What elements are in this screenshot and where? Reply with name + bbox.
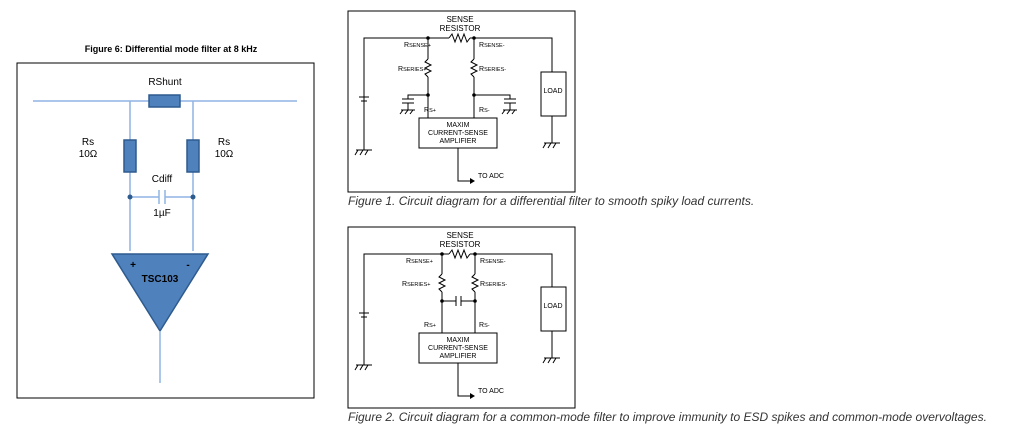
rsense-plus-label: RSENSE+ bbox=[404, 42, 431, 49]
rseries-minus-resistor bbox=[470, 273, 480, 293]
node-left bbox=[127, 194, 133, 200]
right-rail-wire bbox=[470, 253, 553, 287]
ground-icon bbox=[501, 109, 517, 115]
load-label: LOAD bbox=[543, 303, 562, 310]
rseries-minus-label: RSERIES- bbox=[479, 66, 506, 73]
tsc103-amplifier bbox=[110, 253, 210, 333]
adc-wire bbox=[457, 148, 470, 182]
rs-minus-label: RS- bbox=[479, 107, 490, 114]
left-rail-wire bbox=[363, 253, 449, 365]
rsense-minus-label: RSENSE- bbox=[480, 258, 506, 265]
rs-left-label: Rs bbox=[82, 137, 94, 148]
figure-6-title: Figure 6: Differential mode filter at 8 … bbox=[85, 44, 258, 54]
wire bbox=[407, 94, 428, 99]
rseries-minus-label: RSERIES- bbox=[480, 281, 507, 288]
rs-right-resistor bbox=[186, 139, 200, 173]
ground-icon bbox=[354, 149, 372, 156]
rseries-plus-resistor bbox=[423, 58, 433, 78]
rsense-minus-label: RSENSE- bbox=[479, 42, 505, 49]
node-right bbox=[190, 194, 196, 200]
amplifier-label-line1: MAXIM bbox=[447, 122, 470, 129]
sense-resistor-label-line2: RESISTOR bbox=[440, 24, 481, 33]
cdiff-label: Cdiff bbox=[152, 174, 173, 185]
ground-icon bbox=[542, 357, 560, 364]
rshunt-label: RShunt bbox=[148, 77, 182, 88]
sense-resistor-label-line1: SENSE bbox=[446, 231, 473, 240]
adc-wire bbox=[457, 363, 470, 397]
amp-plus-label: + bbox=[130, 260, 136, 271]
figure-1: SENSE RESISTOR LOAD bbox=[347, 10, 754, 208]
amplifier-label-line1: MAXIM bbox=[447, 337, 470, 344]
rs-plus-label: RS+ bbox=[424, 107, 436, 114]
arrow-right-icon bbox=[470, 393, 475, 399]
figure-2: SENSE RESISTOR LOAD RSENSE+ bbox=[347, 226, 987, 424]
amp-minus-label: - bbox=[186, 260, 189, 271]
figure-1-caption: Figure 1. Circuit diagram for a differen… bbox=[348, 194, 754, 208]
rs-plus-label: RS+ bbox=[424, 322, 436, 329]
amplifier-box bbox=[418, 332, 498, 364]
sense-resistor-label-line2: RESISTOR bbox=[440, 240, 481, 249]
adc-label: TO ADC bbox=[478, 388, 504, 395]
amplifier-label-line3: AMPLIFIER bbox=[440, 138, 477, 145]
figure-6: Figure 6: Differential mode filter at 8 … bbox=[16, 44, 315, 399]
rshunt-resistor bbox=[148, 94, 181, 108]
ground-icon bbox=[354, 364, 372, 371]
load-box bbox=[540, 71, 567, 117]
figure-2-caption: Figure 2. Circuit diagram for a common-m… bbox=[348, 410, 987, 424]
rseries-plus-label: RSERIES+ bbox=[398, 66, 426, 73]
load-box bbox=[540, 286, 567, 332]
rs-right-value: 10Ω bbox=[215, 149, 234, 160]
figure-6-frame bbox=[16, 62, 315, 399]
sense-resistor bbox=[448, 248, 471, 260]
sense-resistor bbox=[448, 32, 471, 44]
rs-left-resistor bbox=[123, 139, 137, 173]
amplifier-label-line2: CURRENT-SENSE bbox=[428, 130, 488, 137]
ground-icon bbox=[542, 142, 560, 149]
ground-icon bbox=[399, 109, 415, 115]
rseries-plus-label: RSERIES+ bbox=[402, 281, 430, 288]
adc-label: TO ADC bbox=[478, 173, 504, 180]
wire bbox=[474, 94, 511, 99]
rs-minus-label: RS- bbox=[479, 322, 490, 329]
left-rail-wire bbox=[363, 37, 449, 150]
load-label: LOAD bbox=[543, 88, 562, 95]
rseries-plus-resistor bbox=[437, 273, 447, 293]
amplifier-label-line2: CURRENT-SENSE bbox=[428, 345, 488, 352]
rseries-minus-resistor bbox=[469, 58, 479, 78]
right-rail-wire bbox=[470, 37, 553, 72]
figure-1-frame bbox=[347, 10, 576, 193]
arrow-right-icon bbox=[470, 178, 475, 184]
rsense-plus-label: RSENSE+ bbox=[406, 258, 433, 265]
tsc103-label: TSC103 bbox=[142, 274, 179, 285]
rs-right-label: Rs bbox=[218, 137, 230, 148]
figure-2-frame bbox=[347, 226, 576, 409]
rs-left-value: 10Ω bbox=[79, 149, 98, 160]
cdiff-value: 1µF bbox=[153, 208, 170, 219]
sense-resistor-label-line1: SENSE bbox=[446, 15, 473, 24]
amplifier-label-line3: AMPLIFIER bbox=[440, 353, 477, 360]
